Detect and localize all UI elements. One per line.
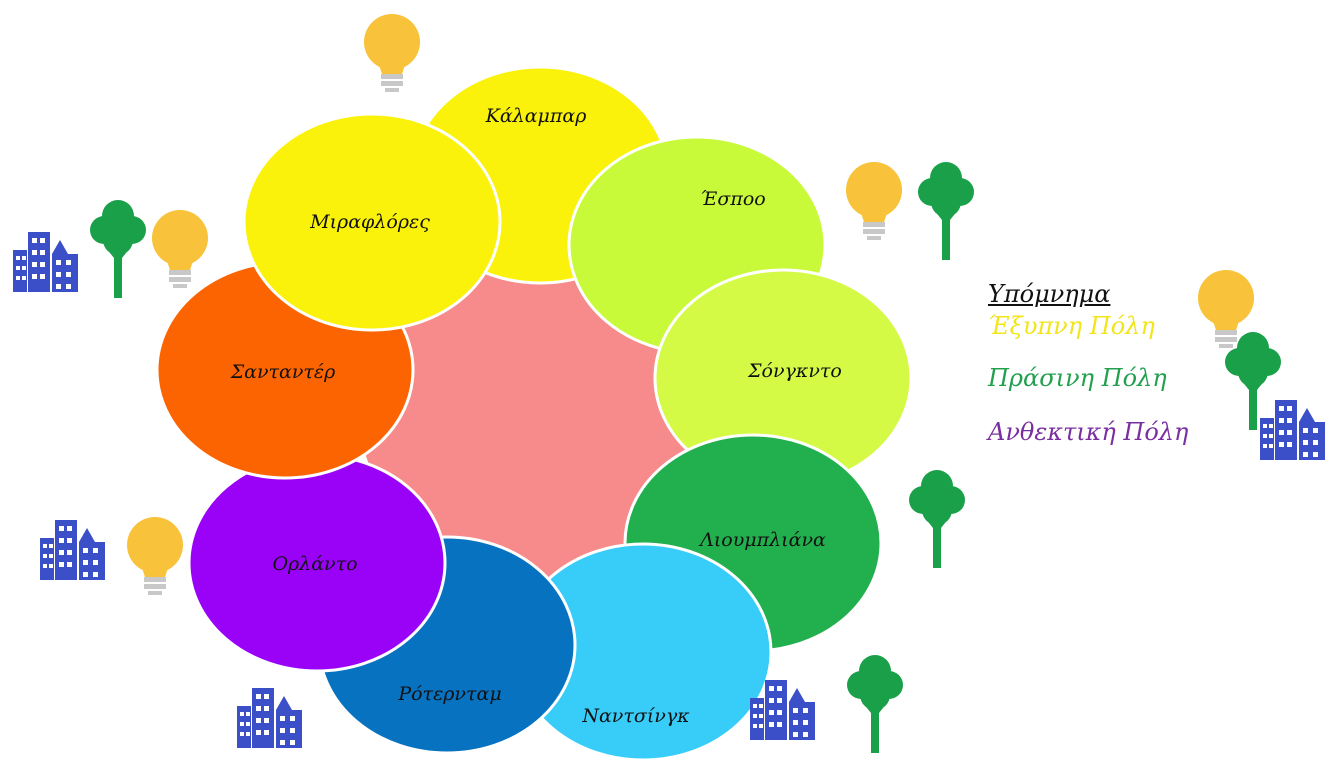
legend-item-resilient: Ανθεκτική Πόλη: [988, 418, 1189, 446]
lightbulb-icon: [364, 14, 420, 92]
circle-label: Ρότερνταμ: [397, 683, 501, 705]
legend-title: Υπόμνημα: [988, 280, 1111, 308]
circle-nanjing: Ναντσίνγκ: [513, 542, 773, 761]
circle-label: Σόνγκντο: [747, 360, 842, 382]
buildings-icon: [237, 688, 302, 748]
circle-label: Κάλαμπαρ: [485, 105, 588, 127]
lightbulb-icon: [127, 517, 183, 595]
circle-label: Σανταντέρ: [230, 361, 336, 383]
circle-label: Έσποο: [700, 188, 765, 210]
legend: Υπόμνημα Έξυπνη Πόλη Πράσινη Πόλη Ανθεκτ…: [988, 280, 1328, 460]
tree-icon: [90, 200, 146, 298]
lightbulb-icon: [152, 210, 208, 288]
circle-orlando: Ορλάντο: [187, 453, 447, 673]
tree-icon: [847, 655, 903, 753]
circle-label: Μιραφλόρες: [309, 211, 430, 233]
buildings-icon: [13, 232, 78, 292]
circle-label: Ναντσίνγκ: [581, 705, 690, 727]
legend-item-green: Πράσινη Πόλη: [988, 364, 1167, 392]
tree-icon: [918, 162, 974, 260]
circle-label: Ορλάντο: [272, 553, 357, 575]
tree-icon: [909, 470, 965, 568]
buildings-icon: [40, 520, 105, 580]
lightbulb-icon: [846, 162, 902, 240]
legend-item-smart: Έξυπνη Πόλη: [988, 312, 1155, 340]
circle-label: Λιουμπλιάνα: [698, 529, 826, 551]
circle-miraflores: Μιραφλόρες: [242, 112, 502, 332]
